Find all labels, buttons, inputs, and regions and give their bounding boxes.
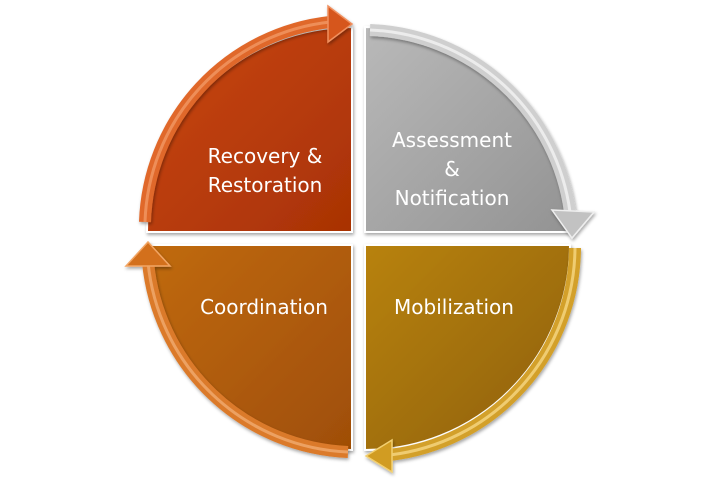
label-coordination: Coordination: [179, 293, 349, 322]
label-recovery-restoration: Recovery & Restoration: [180, 142, 350, 200]
label-line: Mobilization: [394, 295, 514, 319]
label-mobilization: Mobilization: [369, 293, 539, 322]
arrow-top-right: [369, 24, 596, 240]
label-line: Notification: [394, 186, 510, 210]
label-line: &: [444, 157, 460, 181]
arrow-bottom-right: [364, 247, 581, 474]
label-assessment-notification: Assessment & Notification: [367, 126, 537, 213]
label-line: Recovery &: [207, 144, 323, 168]
quadrant-mobilization: [364, 244, 572, 452]
arrow-top-left: [139, 4, 354, 223]
arrow-bottom-left: [124, 240, 349, 458]
label-line: Assessment: [392, 128, 512, 152]
quadrant-recovery-restoration: [145, 25, 353, 233]
label-line: Coordination: [200, 295, 328, 319]
label-line: Restoration: [207, 173, 323, 197]
